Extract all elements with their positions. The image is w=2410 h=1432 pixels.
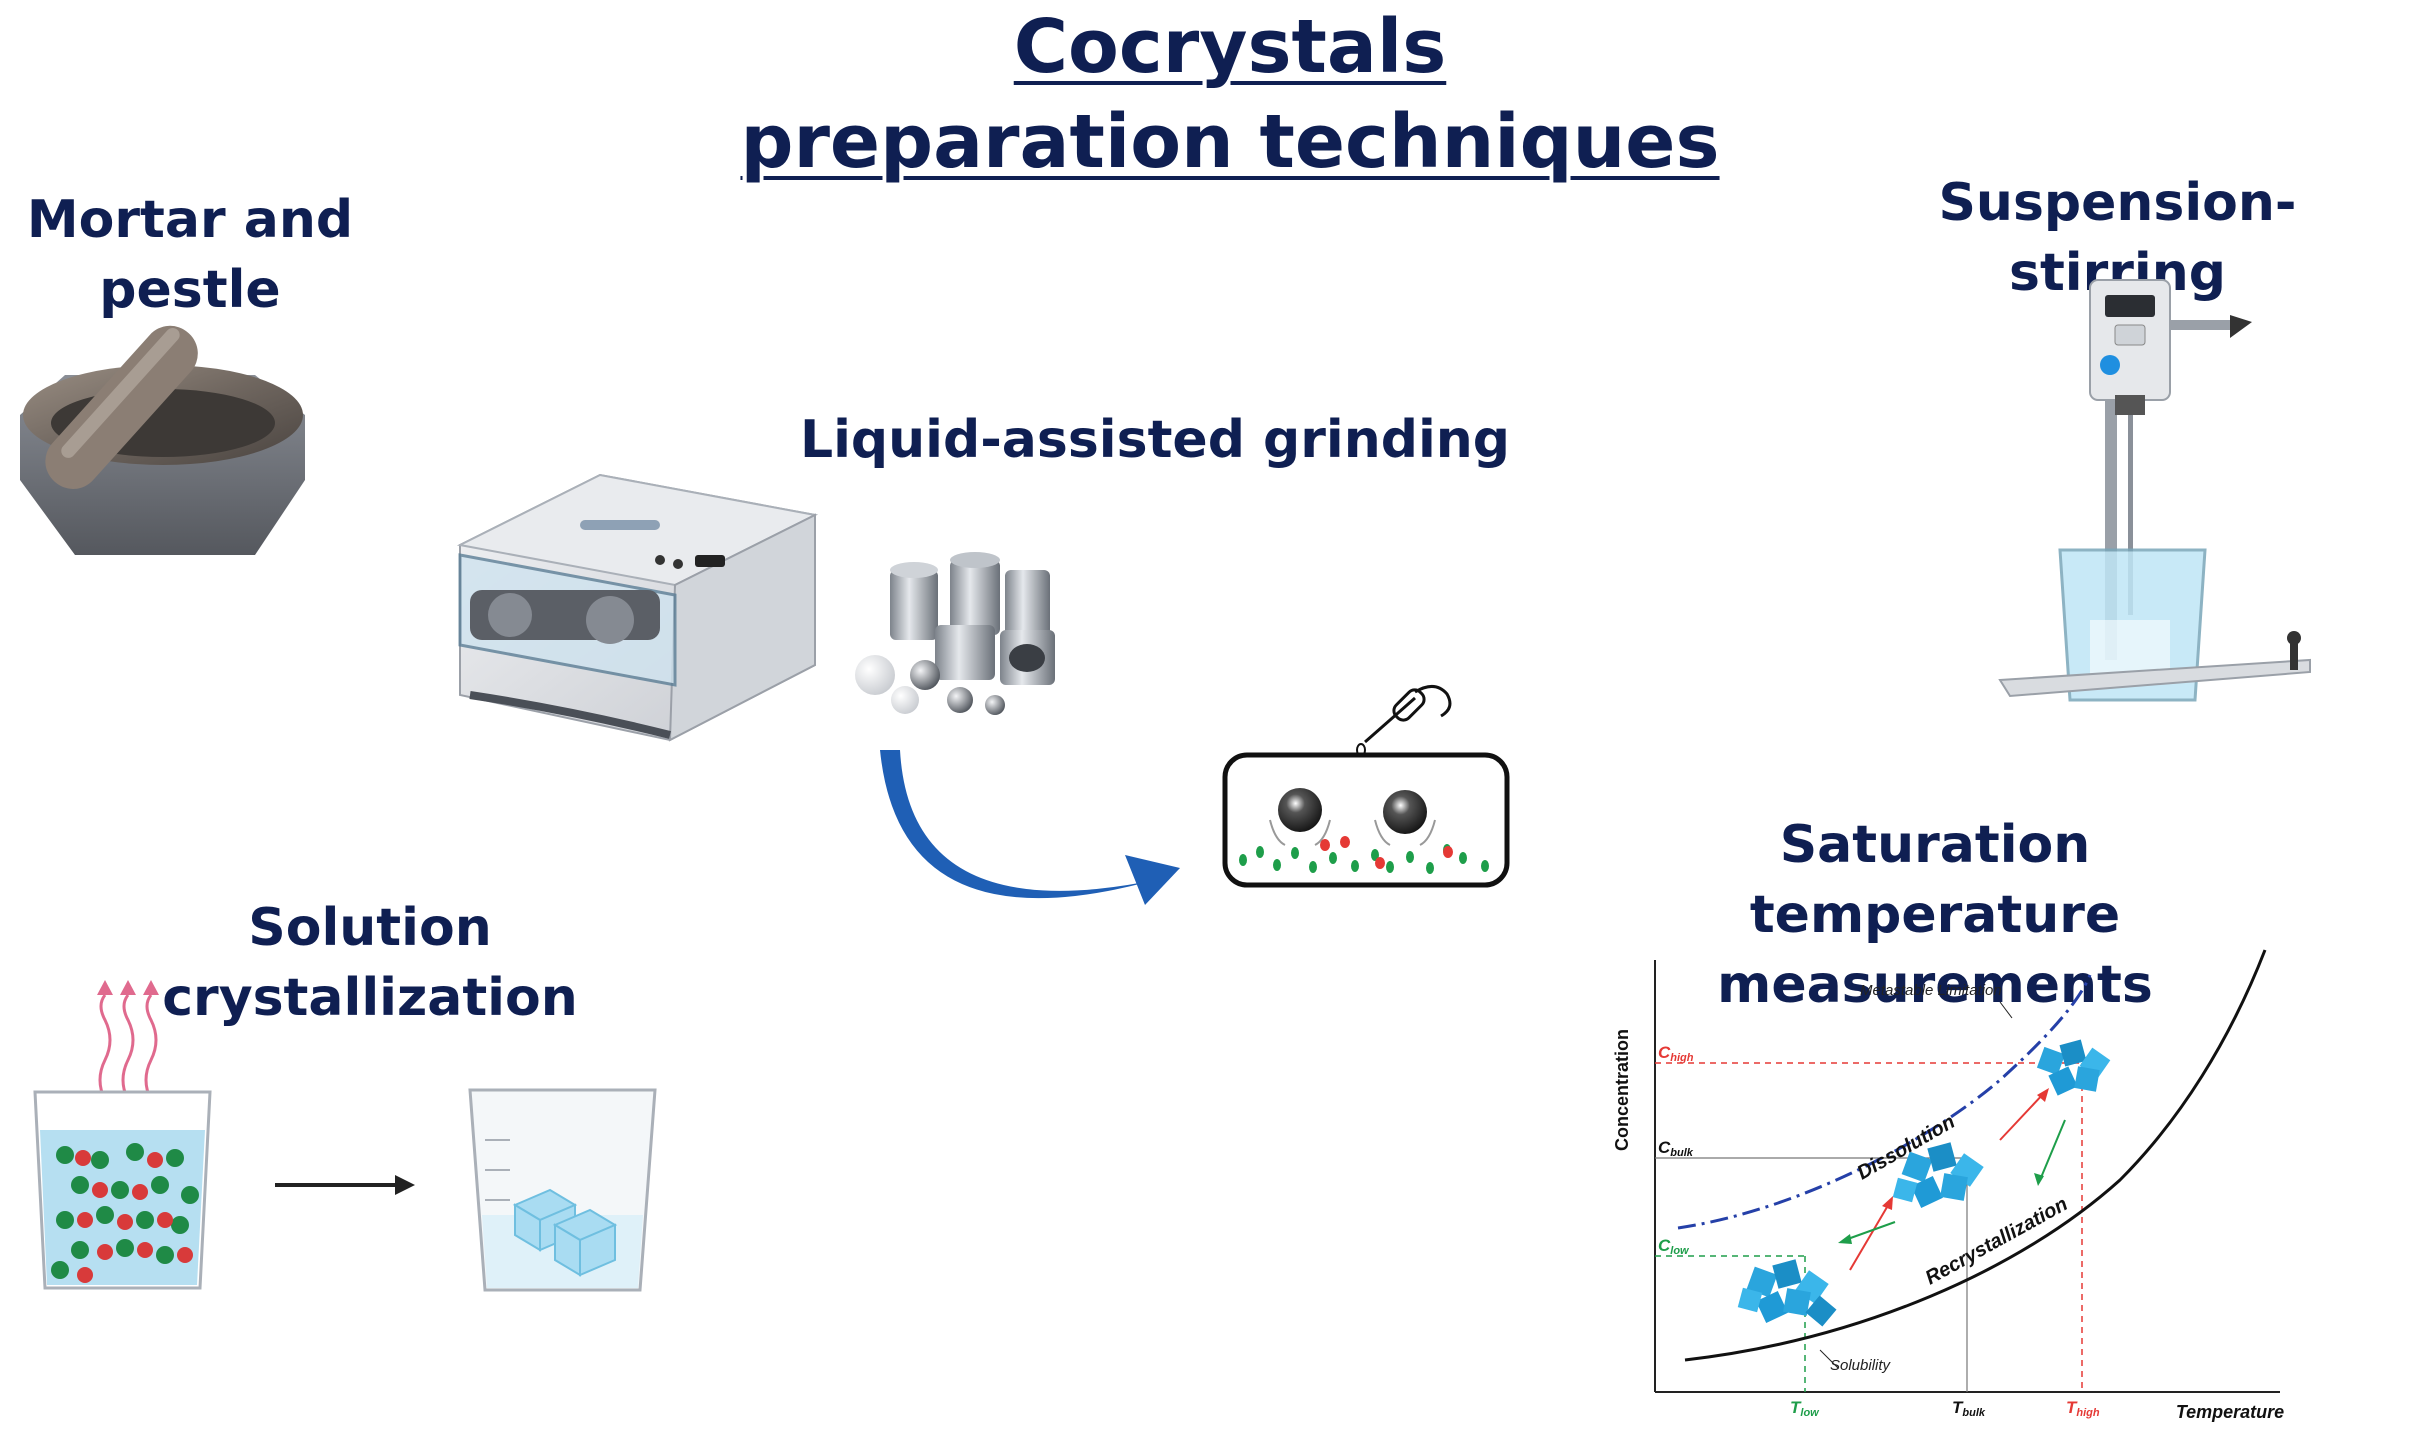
heating-arrow	[1849, 1201, 1891, 1271]
c-bulk-label: Cbulk	[1658, 1138, 1694, 1159]
suspension-stirring-heading: Suspension-stirring	[1938, 173, 2297, 303]
cooling-arrow	[2039, 1119, 2066, 1181]
solution-crystallization-line-2: crystallization	[162, 968, 578, 1028]
liquid-assisted-grinding-heading: Liquid-assisted grinding	[799, 410, 1511, 470]
x-axis-label: Temperature	[2176, 1402, 2284, 1422]
c-low-label: Clow	[1658, 1236, 1690, 1257]
metastable-label: Metastable Limitation	[1860, 982, 2002, 999]
saturation-temperature-heading: Saturation temperature measurements	[1590, 810, 2280, 1020]
saturation-temperature-line-2: measurements	[1717, 955, 2153, 1015]
t-high-label: Thigh	[2066, 1398, 2100, 1419]
y-axis-label: Concentration	[1612, 1029, 1632, 1151]
solubility-curve	[1684, 949, 2267, 1362]
saturation-temperature-line-1: Saturation temperature	[1749, 815, 2121, 945]
title-line-2: preparation techniques	[740, 99, 1720, 185]
solubility-label: Solubility	[1830, 1357, 1892, 1374]
t-low-label: Tlow	[1790, 1398, 1820, 1419]
solubility-chart: Concentration Temperature Metastable Lim…	[1612, 949, 2284, 1422]
curved-arrow-icon	[880, 750, 1180, 905]
mortar-pestle-line-1: Mortar and	[26, 190, 354, 250]
solution-crystallization-line-1: Solution	[248, 898, 492, 958]
grinding-jars-illustration	[855, 552, 1055, 715]
lag-jar-illustration	[1222, 685, 1510, 888]
mortar-pestle-line-2: pestle	[99, 260, 281, 320]
high-guide-lines	[1655, 1062, 2083, 1392]
solution-crystallization-heading: Solution crystallization	[150, 893, 590, 1033]
crystal-cluster-low	[1737, 1259, 1837, 1327]
mortar-pestle-heading: Mortar and pestle	[0, 185, 380, 325]
mixer-mill-illustration	[456, 473, 819, 742]
c-high-label: Chigh	[1658, 1043, 1694, 1064]
heating-arrow-2	[1999, 1091, 2046, 1141]
overhead-stirrer-illustration	[1998, 279, 2311, 702]
title-line-1: Cocrystals	[1013, 4, 1447, 90]
page-title: Cocrystals preparation techniques	[705, 0, 1755, 190]
metastable-curve	[1677, 974, 2092, 1230]
crystal-cluster-bulk	[1892, 1142, 1984, 1208]
mortar-pestle-illustration	[20, 325, 305, 555]
recrystallization-label: Recrystallization	[1922, 1193, 2072, 1289]
crystal-cluster-high	[2036, 1039, 2111, 1096]
crystal-beaker-illustration	[468, 1088, 657, 1292]
cooling-arrow-2	[1844, 1221, 1896, 1241]
t-bulk-label: Tbulk	[1952, 1398, 1986, 1419]
solution-beaker-illustration	[33, 980, 212, 1290]
right-arrow-icon	[275, 1175, 415, 1195]
